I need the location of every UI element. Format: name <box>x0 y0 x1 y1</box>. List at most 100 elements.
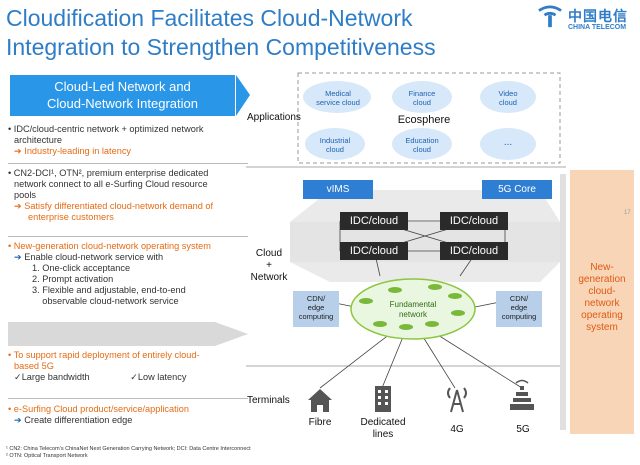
footnote-1: ¹ CN2: China Telecom’s ChinaNet Next Gen… <box>6 446 251 452</box>
bullet-cn2-dci: • CN2-DCI¹, OTN², premium enterprise ded… <box>8 168 248 223</box>
cloud-industrial-line-1: Industrial <box>319 136 351 145</box>
cdn-edge-box-right: CDN/ edge computing <box>496 291 542 327</box>
divider <box>8 398 248 399</box>
bullet-idc-centric: • IDC/cloud-centric network + optimized … <box>8 124 248 157</box>
title-line-1: Cloudification Facilitates Cloud-Network <box>6 5 413 31</box>
b1-result: Industry-leading in latency <box>24 146 132 156</box>
cloud-video: Video cloud <box>480 89 536 107</box>
idc-cloud-box-3: IDC/cloud <box>340 242 408 260</box>
b3-item-4: observable cloud-network service <box>32 296 179 306</box>
b2-line-2: network connect to all e-Surfing Cloud r… <box>14 179 208 189</box>
bullet-operating-system: • New-generation cloud-network operating… <box>8 241 248 307</box>
operating-system-label: New- generation cloud- network operating… <box>570 262 634 334</box>
terminal-dedicated-line-1: Dedicated <box>360 417 406 428</box>
b3-item-1: 1. One-click acceptance <box>32 263 131 273</box>
building-icon <box>375 386 391 412</box>
cloud-industrial-line-2: cloud <box>326 145 344 154</box>
cloud-finance-line-2: cloud <box>413 98 431 107</box>
title-line-2: Integration to Strengthen Competitivenes… <box>6 34 436 60</box>
cloud-video-line-1: Video <box>498 89 518 98</box>
row-label-plus: + <box>266 260 272 271</box>
ecosphere-label: Ecosphere <box>397 114 451 126</box>
fundamental-line-1: Fundamental <box>389 300 437 309</box>
idc-cloud-box-4: IDC/cloud <box>440 242 508 260</box>
home-fibre-icon <box>308 389 332 412</box>
left-header-line-2: Cloud-Network Integration <box>46 96 199 111</box>
cloud-medical-line-1: Medical <box>325 89 351 98</box>
b2-result-2: enterprise customers <box>28 212 114 222</box>
os-line-4: network <box>584 298 620 309</box>
b5-result: Create differentiation edge <box>24 415 133 425</box>
cloud-finance-line-1: Finance <box>408 89 436 98</box>
5g-core-box: 5G Core <box>482 180 552 199</box>
left-header-line-1: Cloud-Led Network and <box>54 79 191 94</box>
cloud-finance: Finance cloud <box>392 89 452 107</box>
idc-cloud-box-2: IDC/cloud <box>440 212 508 230</box>
row-label-network: Network <box>250 272 288 283</box>
b3-title: New-generation cloud-network operating s… <box>13 241 211 251</box>
b1-line-2: architecture <box>14 135 63 145</box>
china-telecom-logo-icon <box>538 5 562 28</box>
left-panel-header: Cloud-Led Network and Cloud-Network Inte… <box>10 75 235 116</box>
b5-title: e-Surfing Cloud product/service/applicat… <box>13 404 189 414</box>
fundamental-network-label: Fundamental network <box>382 300 444 320</box>
b2-result-1: Satisfy differentiated cloud-network dem… <box>24 201 214 211</box>
divider <box>8 236 248 237</box>
cloud-medical-line-2: service cloud <box>316 98 360 107</box>
logo-english-text: CHINA TELECOM <box>568 24 627 31</box>
bullet-5g: • To support rapid deployment of entirel… <box>8 350 248 383</box>
logo-chinese-text: 中国电信 <box>568 9 628 25</box>
terminal-4g: 4G <box>450 424 464 435</box>
b4-title-2: based 5G <box>14 361 54 371</box>
cdn-left-line-1: CDN/ <box>306 294 326 303</box>
bullet-e-surfing: • e-Surfing Cloud product/service/applic… <box>8 404 189 425</box>
5g-tower-icon <box>510 379 534 410</box>
terminal-dedicated-line-2: lines <box>372 429 394 440</box>
os-line-1: New- <box>590 262 614 273</box>
b3-item-3: 3. Flexible and adjustable, end-to-end <box>32 285 186 295</box>
terminal-5g: 5G <box>516 424 530 435</box>
arrow-icon: ➔ <box>14 146 25 156</box>
cloud-industrial: Industrial cloud <box>305 136 365 154</box>
cdn-right-line-3: computing <box>501 312 537 321</box>
vims-box: vIMS <box>303 180 373 199</box>
check-large-bandwidth: ✓Large bandwidth <box>14 372 90 382</box>
cdn-right-line-1: CDN/ <box>509 294 529 303</box>
arrow-icon: ➔ <box>14 201 25 211</box>
idc-cloud-box-1: IDC/cloud <box>340 212 408 230</box>
cdn-left-line-3: computing <box>298 312 334 321</box>
row-label-cloud-network: Cloud + Network <box>250 248 288 284</box>
cloud-education-line-1: Education <box>405 136 439 145</box>
cdn-left-line-2: edge <box>307 303 325 312</box>
os-line-2: generation <box>578 274 626 285</box>
cloud-education: Education cloud <box>392 136 452 154</box>
b2-line-3: pools <box>14 190 36 200</box>
terminal-fibre: Fibre <box>308 417 332 428</box>
cloud-video-line-2: cloud <box>499 98 517 107</box>
footnotes: ¹ CN2: China Telecom’s ChinaNet Next Gen… <box>6 446 426 460</box>
b1-line-1: IDC/cloud-centric network + optimized ne… <box>13 124 204 134</box>
cdn-right-line-2: edge <box>510 303 528 312</box>
4g-tower-icon <box>447 387 467 413</box>
operating-system-panel <box>570 170 634 434</box>
fundamental-line-2: network <box>398 310 427 319</box>
row-label-applications: Applications <box>247 112 301 123</box>
cloud-education-line-2: cloud <box>413 145 431 154</box>
footnote-2: ² OTN: Optical Transport Network <box>6 453 88 459</box>
os-line-6: system <box>586 322 618 333</box>
row-label-terminals: Terminals <box>247 395 290 406</box>
arrow-icon: ➔ <box>14 252 25 262</box>
b4-title-1: To support rapid deployment of entirely … <box>13 350 200 360</box>
cloud-medical: Medical service cloud <box>303 89 373 107</box>
page-number: 17 <box>624 210 631 216</box>
check-low-latency: ✓Low latency <box>130 372 187 382</box>
os-line-3: cloud- <box>588 286 616 297</box>
page-title: Cloudification Facilitates Cloud-Network… <box>6 4 526 62</box>
divider <box>8 163 248 164</box>
b3-item-2: 2. Prompt activation <box>32 274 114 284</box>
row-label-cloud: Cloud <box>255 248 283 259</box>
left-header-arrow <box>236 75 250 116</box>
terminal-dedicated-lines: Dedicated lines <box>358 417 408 441</box>
cloud-more: ... <box>503 137 513 148</box>
